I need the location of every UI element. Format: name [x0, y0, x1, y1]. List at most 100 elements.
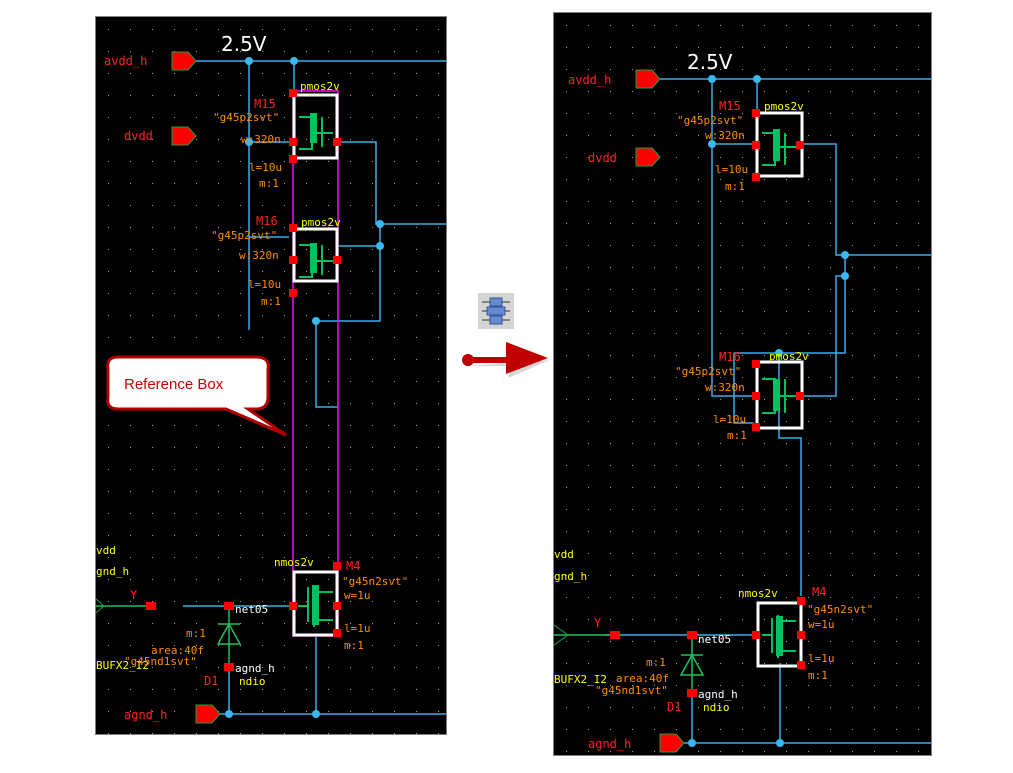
grid-dot: [566, 707, 567, 708]
schematic-after-canvas[interactable]: 2.5V avdd_h dvdd agnd_h Y vdd gnd_h BUFX…: [554, 13, 931, 755]
grid-dot: [152, 205, 153, 206]
grid-dot: [632, 245, 633, 246]
grid-dot: [438, 51, 439, 52]
grid-dot: [350, 667, 351, 668]
pin-dvdd[interactable]: [635, 147, 661, 167]
pin-avdd-h[interactable]: [171, 51, 197, 71]
grid-dot: [918, 509, 919, 510]
pin-avdd-h[interactable]: [635, 69, 661, 89]
grid-dot: [350, 183, 351, 184]
grid-dot: [786, 509, 787, 510]
pin-agnd-h[interactable]: [195, 704, 221, 724]
grid-dot: [394, 139, 395, 140]
grid-dot: [416, 425, 417, 426]
grid-dot: [372, 205, 373, 206]
grid-dot: [654, 443, 655, 444]
grid-dot: [830, 443, 831, 444]
grid-dot: [240, 73, 241, 74]
grid-dot: [588, 619, 589, 620]
grid-dot: [196, 51, 197, 52]
grid-dot: [874, 487, 875, 488]
grid-dot: [896, 25, 897, 26]
grid-dot: [720, 443, 721, 444]
device-m16[interactable]: [752, 360, 804, 431]
grid-dot: [108, 95, 109, 96]
grid-dot: [632, 47, 633, 48]
grid-dot: [786, 399, 787, 400]
device-m4[interactable]: [289, 562, 341, 637]
grid-dot: [196, 183, 197, 184]
grid-dot: [240, 645, 241, 646]
grid-dot: [742, 575, 743, 576]
grid-dot: [438, 249, 439, 250]
grid-dot: [438, 205, 439, 206]
grid-dot: [896, 267, 897, 268]
grid-dot: [742, 25, 743, 26]
grid-dot: [218, 601, 219, 602]
wire-m15-drain: [802, 143, 931, 256]
grid-dot: [372, 623, 373, 624]
grid-dot: [284, 249, 285, 250]
grid-dot: [350, 161, 351, 162]
device-m15[interactable]: [289, 89, 341, 163]
grid-dot: [896, 597, 897, 598]
grid-dot: [372, 447, 373, 448]
grid-dot: [654, 267, 655, 268]
grid-dot: [372, 513, 373, 514]
offsheet-bufx2: BUFX2_I2: [96, 659, 149, 672]
grid-dot: [654, 641, 655, 642]
grid-dot: [918, 399, 919, 400]
grid-dot: [852, 751, 853, 752]
grid-dot: [130, 513, 131, 514]
schematic-before-canvas[interactable]: Reference Box 2.5V avdd_h dvdd agnd_h Y …: [96, 17, 446, 734]
grid-dot: [218, 535, 219, 536]
grid-dot: [896, 531, 897, 532]
grid-dot: [654, 311, 655, 312]
grid-dot: [698, 663, 699, 664]
grid-dot: [896, 91, 897, 92]
grid-dot: [764, 69, 765, 70]
schematic-after-panel[interactable]: 2.5V avdd_h dvdd agnd_h Y vdd gnd_h BUFX…: [553, 12, 932, 756]
pin-label-agnd-h: agnd_h: [588, 737, 631, 751]
device-m4[interactable]: [752, 597, 805, 669]
grid-dot: [218, 469, 219, 470]
grid-dot: [130, 645, 131, 646]
grid-dot: [284, 667, 285, 668]
pin-dvdd[interactable]: [171, 126, 197, 146]
grid-dot: [306, 469, 307, 470]
device-m16[interactable]: [289, 224, 341, 297]
grid-dot: [676, 333, 677, 334]
grid-dot: [632, 223, 633, 224]
grid-dot: [218, 425, 219, 426]
m16-w: w:320n: [239, 249, 279, 262]
grid-dot: [306, 315, 307, 316]
grid-dot: [262, 645, 263, 646]
grid-dot: [350, 249, 351, 250]
schematic-before-panel[interactable]: Reference Box 2.5V avdd_h dvdd agnd_h Y …: [95, 16, 447, 735]
grid-dot: [918, 333, 919, 334]
grid-dot: [394, 381, 395, 382]
grid-dot: [306, 601, 307, 602]
grid-dot: [874, 223, 875, 224]
pin-agnd-h[interactable]: [659, 733, 685, 753]
grid-dot: [698, 289, 699, 290]
grid-dot: [654, 333, 655, 334]
grid-dot: [196, 227, 197, 228]
device-m15[interactable]: [752, 109, 804, 181]
grid-dot: [108, 73, 109, 74]
grid-dot: [438, 29, 439, 30]
grid-dot: [852, 333, 853, 334]
grid-dot: [874, 201, 875, 202]
grid-dot: [438, 381, 439, 382]
grid-dot: [588, 113, 589, 114]
m4-m: m:1: [808, 669, 828, 682]
grid-dot: [610, 641, 611, 642]
grid-dot: [284, 95, 285, 96]
grid-dot: [196, 29, 197, 30]
grid-dot: [610, 223, 611, 224]
grid-dot: [830, 201, 831, 202]
m16-name: M16: [719, 350, 741, 364]
align-vertical-center-icon[interactable]: [478, 293, 514, 329]
grid-dot: [372, 117, 373, 118]
grid-dot: [262, 117, 263, 118]
